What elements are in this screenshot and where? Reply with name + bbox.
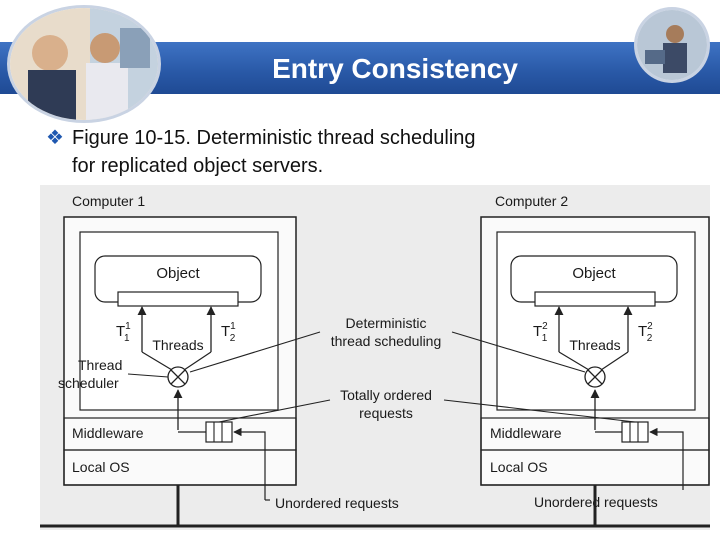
unordered-requests-label-2: Unordered requests	[534, 494, 658, 510]
computer-1-label: Computer 1	[72, 193, 145, 209]
middleware-label-computer-2: Middleware	[490, 425, 562, 441]
local-os-label-computer-2: Local OS	[490, 459, 548, 475]
computer-2-queue-dividers	[629, 422, 639, 442]
computer-1-queue-dividers	[213, 422, 223, 442]
object-label-computer-2: Object	[572, 265, 616, 282]
computer-1-object-interface	[117, 291, 239, 307]
computer-2-request-queue	[621, 421, 649, 443]
thread-scheduler-pointer	[127, 373, 169, 378]
scheduler-cross-lines	[170, 369, 186, 385]
slide-title: Entry Consistency	[272, 53, 518, 84]
caption-line-1: Figure 10-15. Deterministic thread sched…	[72, 127, 476, 149]
ordered-pointer-right	[443, 399, 636, 423]
middleware-label: Middleware	[72, 425, 144, 441]
scheduler-cross-lines-computer-2	[587, 369, 603, 385]
computer-1-thread-links	[141, 351, 212, 371]
figure-caption: Figure 10-15. Deterministic thread sched…	[46, 124, 686, 180]
computer-1-request-queue	[205, 421, 233, 443]
caption-line-2: for replicated object servers.	[72, 155, 324, 177]
computer-2-object-interface	[534, 291, 656, 307]
deterministic-pointer-right	[451, 331, 586, 373]
computer-2-label: Computer 2	[495, 193, 568, 209]
computer-2-thread-links	[558, 351, 629, 371]
ordered-pointer-left	[218, 399, 331, 423]
computer-2-unordered-request-path	[649, 427, 684, 490]
computer-1-local-os-band	[63, 449, 297, 486]
office-worker-photo	[637, 10, 707, 80]
diamond-bullet-icon: ❖	[46, 127, 64, 149]
threads-label-computer-2: Threads	[569, 337, 620, 353]
unordered-requests-label-1: Unordered requests	[275, 495, 399, 511]
threads-label: Threads	[152, 337, 203, 353]
local-os-label: Local OS	[72, 459, 130, 475]
computer-1-unordered-request-path	[233, 427, 266, 500]
deterministic-pointer-left	[189, 331, 321, 373]
object-label: Object	[156, 265, 200, 282]
